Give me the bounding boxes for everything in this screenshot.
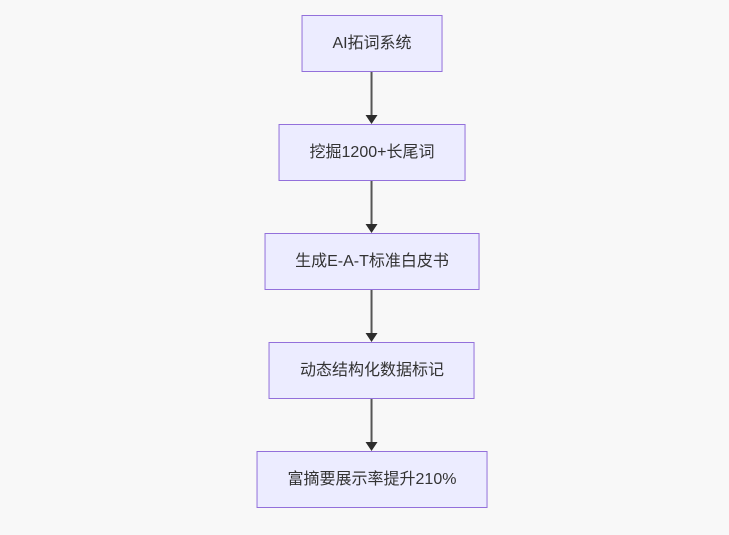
flowchart-column: AI拓词系统 挖掘1200+长尾词 生成E-A-T标准白皮书 动态结构化数据标记 (256, 15, 488, 508)
arrow-down-icon (366, 181, 378, 233)
arrow-head (366, 333, 378, 342)
node-label: AI拓词系统 (332, 34, 412, 52)
node-label: 挖掘1200+长尾词 (309, 143, 435, 161)
flow-node-structured-data: 动态结构化数据标记 (268, 342, 475, 399)
flow-node-ai-system: AI拓词系统 (301, 15, 443, 72)
arrow-line (371, 399, 373, 443)
arrow-line (371, 290, 373, 334)
arrow-line (371, 181, 373, 225)
node-label: 动态结构化数据标记 (299, 361, 444, 379)
arrow-line (371, 72, 373, 116)
flow-node-longtail-mining: 挖掘1200+长尾词 (278, 124, 466, 181)
node-label: 生成E-A-T标准白皮书 (295, 252, 449, 270)
arrow-head (366, 115, 378, 124)
node-label: 富摘要展示率提升210% (287, 470, 457, 488)
arrow-down-icon (366, 399, 378, 451)
arrow-down-icon (366, 72, 378, 124)
arrow-down-icon (366, 290, 378, 342)
arrow-head (366, 224, 378, 233)
flow-node-rich-snippet-result: 富摘要展示率提升210% (256, 451, 488, 508)
arrow-head (366, 442, 378, 451)
flow-node-eat-whitepaper: 生成E-A-T标准白皮书 (264, 233, 480, 290)
